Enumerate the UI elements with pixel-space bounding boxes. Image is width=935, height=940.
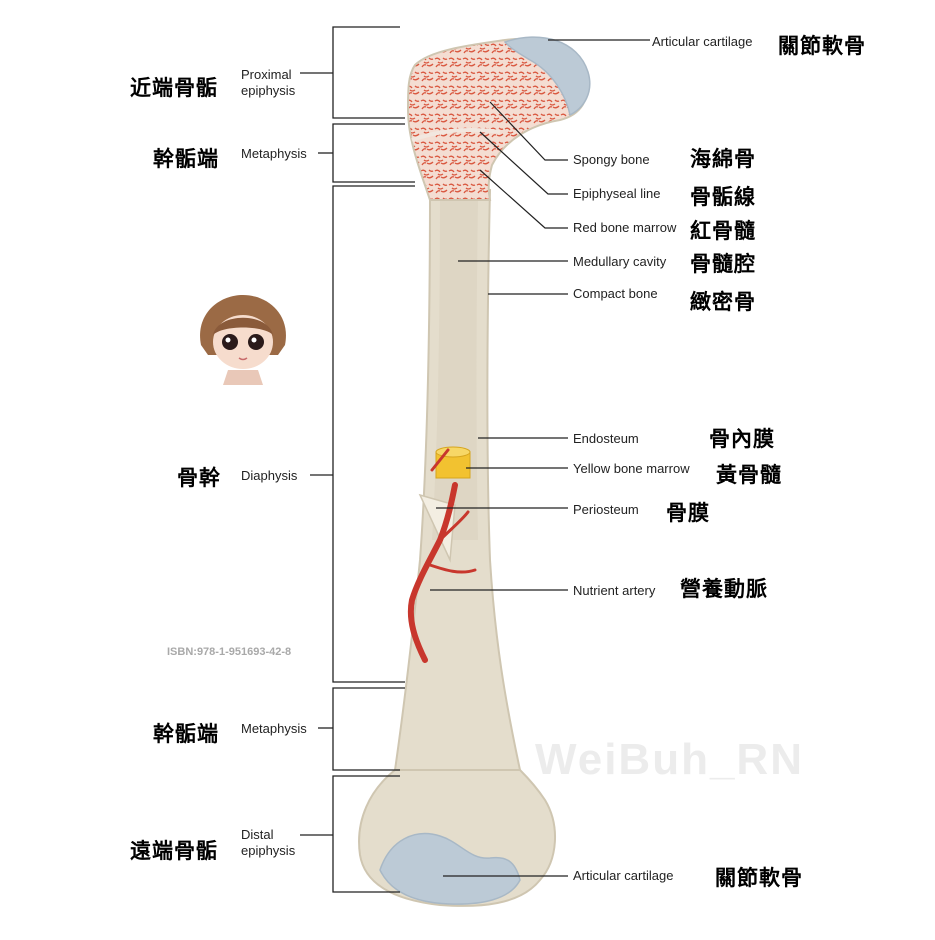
proximal-epiphysis-zh: 近端骨骺 [130,76,218,100]
spongy-bone-en: Spongy bone [573,152,650,167]
distal-epiphysis-zh: 遠端骨骺 [130,839,218,863]
compact-bone-zh: 緻密骨 [690,290,756,314]
proximal-head [406,37,588,201]
epiphyseal-line-en: Epiphyseal line [573,186,661,201]
distal-epiphysis-en-line2: epiphysis [241,843,296,858]
periosteum-zh: 骨膜 [666,501,710,525]
red-marrow-zh: 紅骨髓 [690,219,756,243]
endosteum-en: Endosteum [573,431,639,446]
nutrient-artery-en: Nutrient artery [573,583,656,598]
yellow-marrow-shape [435,451,471,479]
isbn-text: ISBN:978-1-951693-42-8 [167,646,292,658]
epiphyseal-line-zh: 骨骺線 [690,185,756,209]
medullary-cavity-en: Medullary cavity [573,254,667,269]
distal-epiphysis-en-line1: Distal [241,827,274,842]
periosteum-en: Periosteum [573,502,639,517]
articular-cartilage-top-shape [503,36,591,117]
yellow-marrow-en: Yellow bone marrow [573,461,690,476]
epiphyseal-line-shape [411,128,501,142]
endosteum-zh: 骨內膜 [709,427,775,451]
nutrient-artery-shape [407,482,458,663]
compact-bone-en: Compact bone [573,286,658,301]
right-leaders [430,39,650,877]
articular-cartilage-top-zh: 關節軟骨 [778,34,866,58]
metaphysis-bottom-zh: 幹骺端 [153,722,219,746]
left-brackets [300,26,415,893]
metaphysis-top-en: Metaphysis [241,146,307,161]
articular-cartilage-bottom-shape [379,832,521,905]
articular-cartilage-bottom-zh: 關節軟骨 [715,866,803,890]
metaphysis-bottom-en: Metaphysis [241,721,307,736]
watermark: WeiBuh_RN [535,735,804,784]
proximal-epiphysis-en-line2: epiphysis [241,83,296,98]
red-marrow-en: Red bone marrow [573,220,677,235]
medullary-cavity-zh: 骨髓腔 [690,252,756,276]
articular-cartilage-top-en: Articular cartilage [652,34,753,49]
yellow-marrow-zh: 黃骨髓 [716,463,782,487]
spongy-bone-zh: 海綿骨 [690,147,756,171]
avatar [193,290,293,385]
articular-cartilage-bottom-en: Articular cartilage [573,868,674,883]
diaphysis-en: Diaphysis [241,468,298,483]
diaphysis-zh: 骨幹 [177,466,221,490]
nutrient-artery-zh: 營養動脈 [680,577,768,601]
proximal-epiphysis-en-line1: Proximal [241,67,292,82]
metaphysis-top-zh: 幹骺端 [153,147,219,171]
